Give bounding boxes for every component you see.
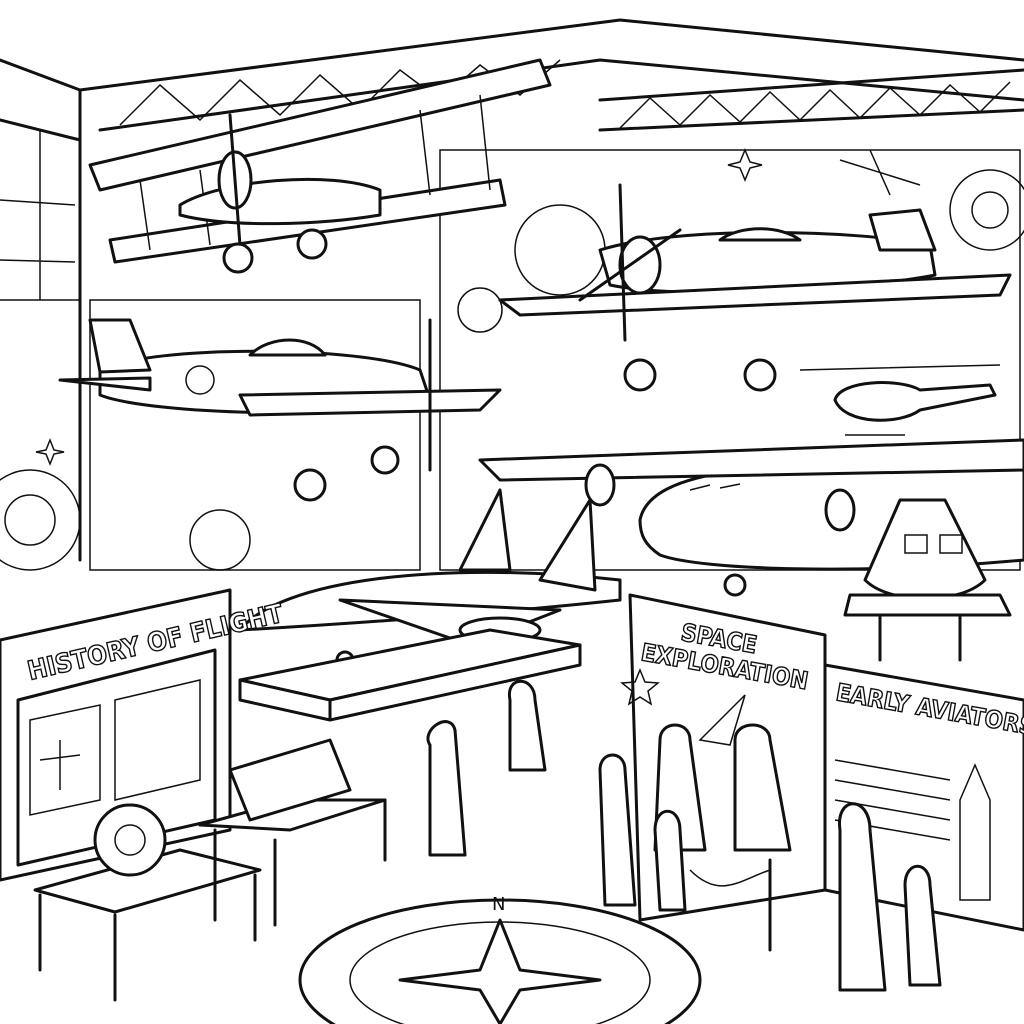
jet-fighter-display bbox=[238, 488, 622, 722]
space-exploration-board: SPACE EXPLORATION bbox=[620, 593, 827, 922]
space-capsule bbox=[843, 498, 1012, 662]
compass-north-label: N bbox=[492, 894, 505, 915]
fighter-plane-right bbox=[498, 183, 1012, 392]
mural-wall bbox=[0, 148, 1024, 571]
fighter-plane-left bbox=[58, 318, 502, 502]
biplane-model bbox=[88, 58, 552, 274]
compass-rose-floor: N bbox=[298, 894, 702, 1024]
hangar-truss bbox=[0, 18, 1024, 562]
helicopter-model bbox=[799, 364, 1001, 436]
visitors bbox=[426, 679, 942, 992]
exhibit-tables bbox=[33, 738, 387, 1002]
